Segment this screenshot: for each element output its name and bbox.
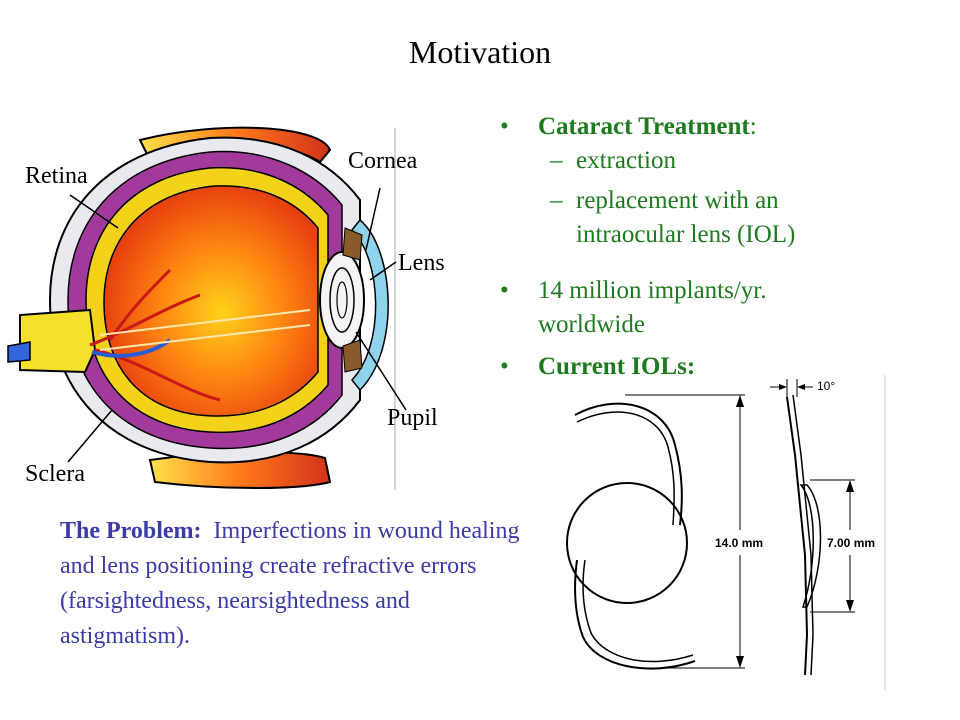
implants-line-2: worldwide <box>538 311 645 338</box>
sub-bullet-text: intraocular lens (IOL) <box>576 221 796 248</box>
sub-dash: – <box>550 147 563 174</box>
lens-label: Lens <box>398 250 445 276</box>
bullet-implants: • 14 million implants/yr. <box>500 274 920 308</box>
iol-technical-drawing: 10° 14.0 mm 7.00 mm <box>555 375 890 690</box>
heading-colon: : <box>749 113 757 140</box>
sub-dash: – <box>550 187 563 214</box>
iol-length-label: 14.0 mm <box>715 536 763 550</box>
problem-lead: The Problem: <box>60 518 202 544</box>
retina-label: Retina <box>25 163 88 189</box>
sub-bullet-text: extraction <box>576 147 676 174</box>
implants-line-1: 14 million implants/yr. <box>538 277 767 304</box>
cataract-treatment-heading: Cataract Treatment <box>538 113 750 140</box>
problem-statement: The Problem: Imperfections in wound heal… <box>60 514 520 654</box>
pupil-label: Pupil <box>387 405 438 431</box>
bullet-cataract-treatment: • Cataract Treatment: <box>500 110 920 144</box>
eye-anatomy-illustration <box>7 126 407 490</box>
sub-bullet-replacement: – replacement with an <box>550 184 930 218</box>
iol-angle-label: 10° <box>817 379 835 393</box>
iol-optic-label: 7.00 mm <box>827 536 875 550</box>
sub-bullet-continuation: intraocular lens (IOL) <box>550 218 930 252</box>
sub-bullet-extraction: – extraction <box>550 144 930 178</box>
bullet-dot: • <box>500 353 509 380</box>
sub-bullet-text: replacement with an <box>576 187 779 214</box>
sclera-label: Sclera <box>25 461 85 487</box>
bullet-dot: • <box>500 277 509 304</box>
bullet-implants-cont: worldwide <box>500 308 920 342</box>
slide-title: Motivation <box>408 34 552 70</box>
cornea-label: Cornea <box>348 148 418 174</box>
problem-text: Imperfections in wound healing and lens … <box>60 518 520 649</box>
bullet-dot: • <box>500 113 509 140</box>
